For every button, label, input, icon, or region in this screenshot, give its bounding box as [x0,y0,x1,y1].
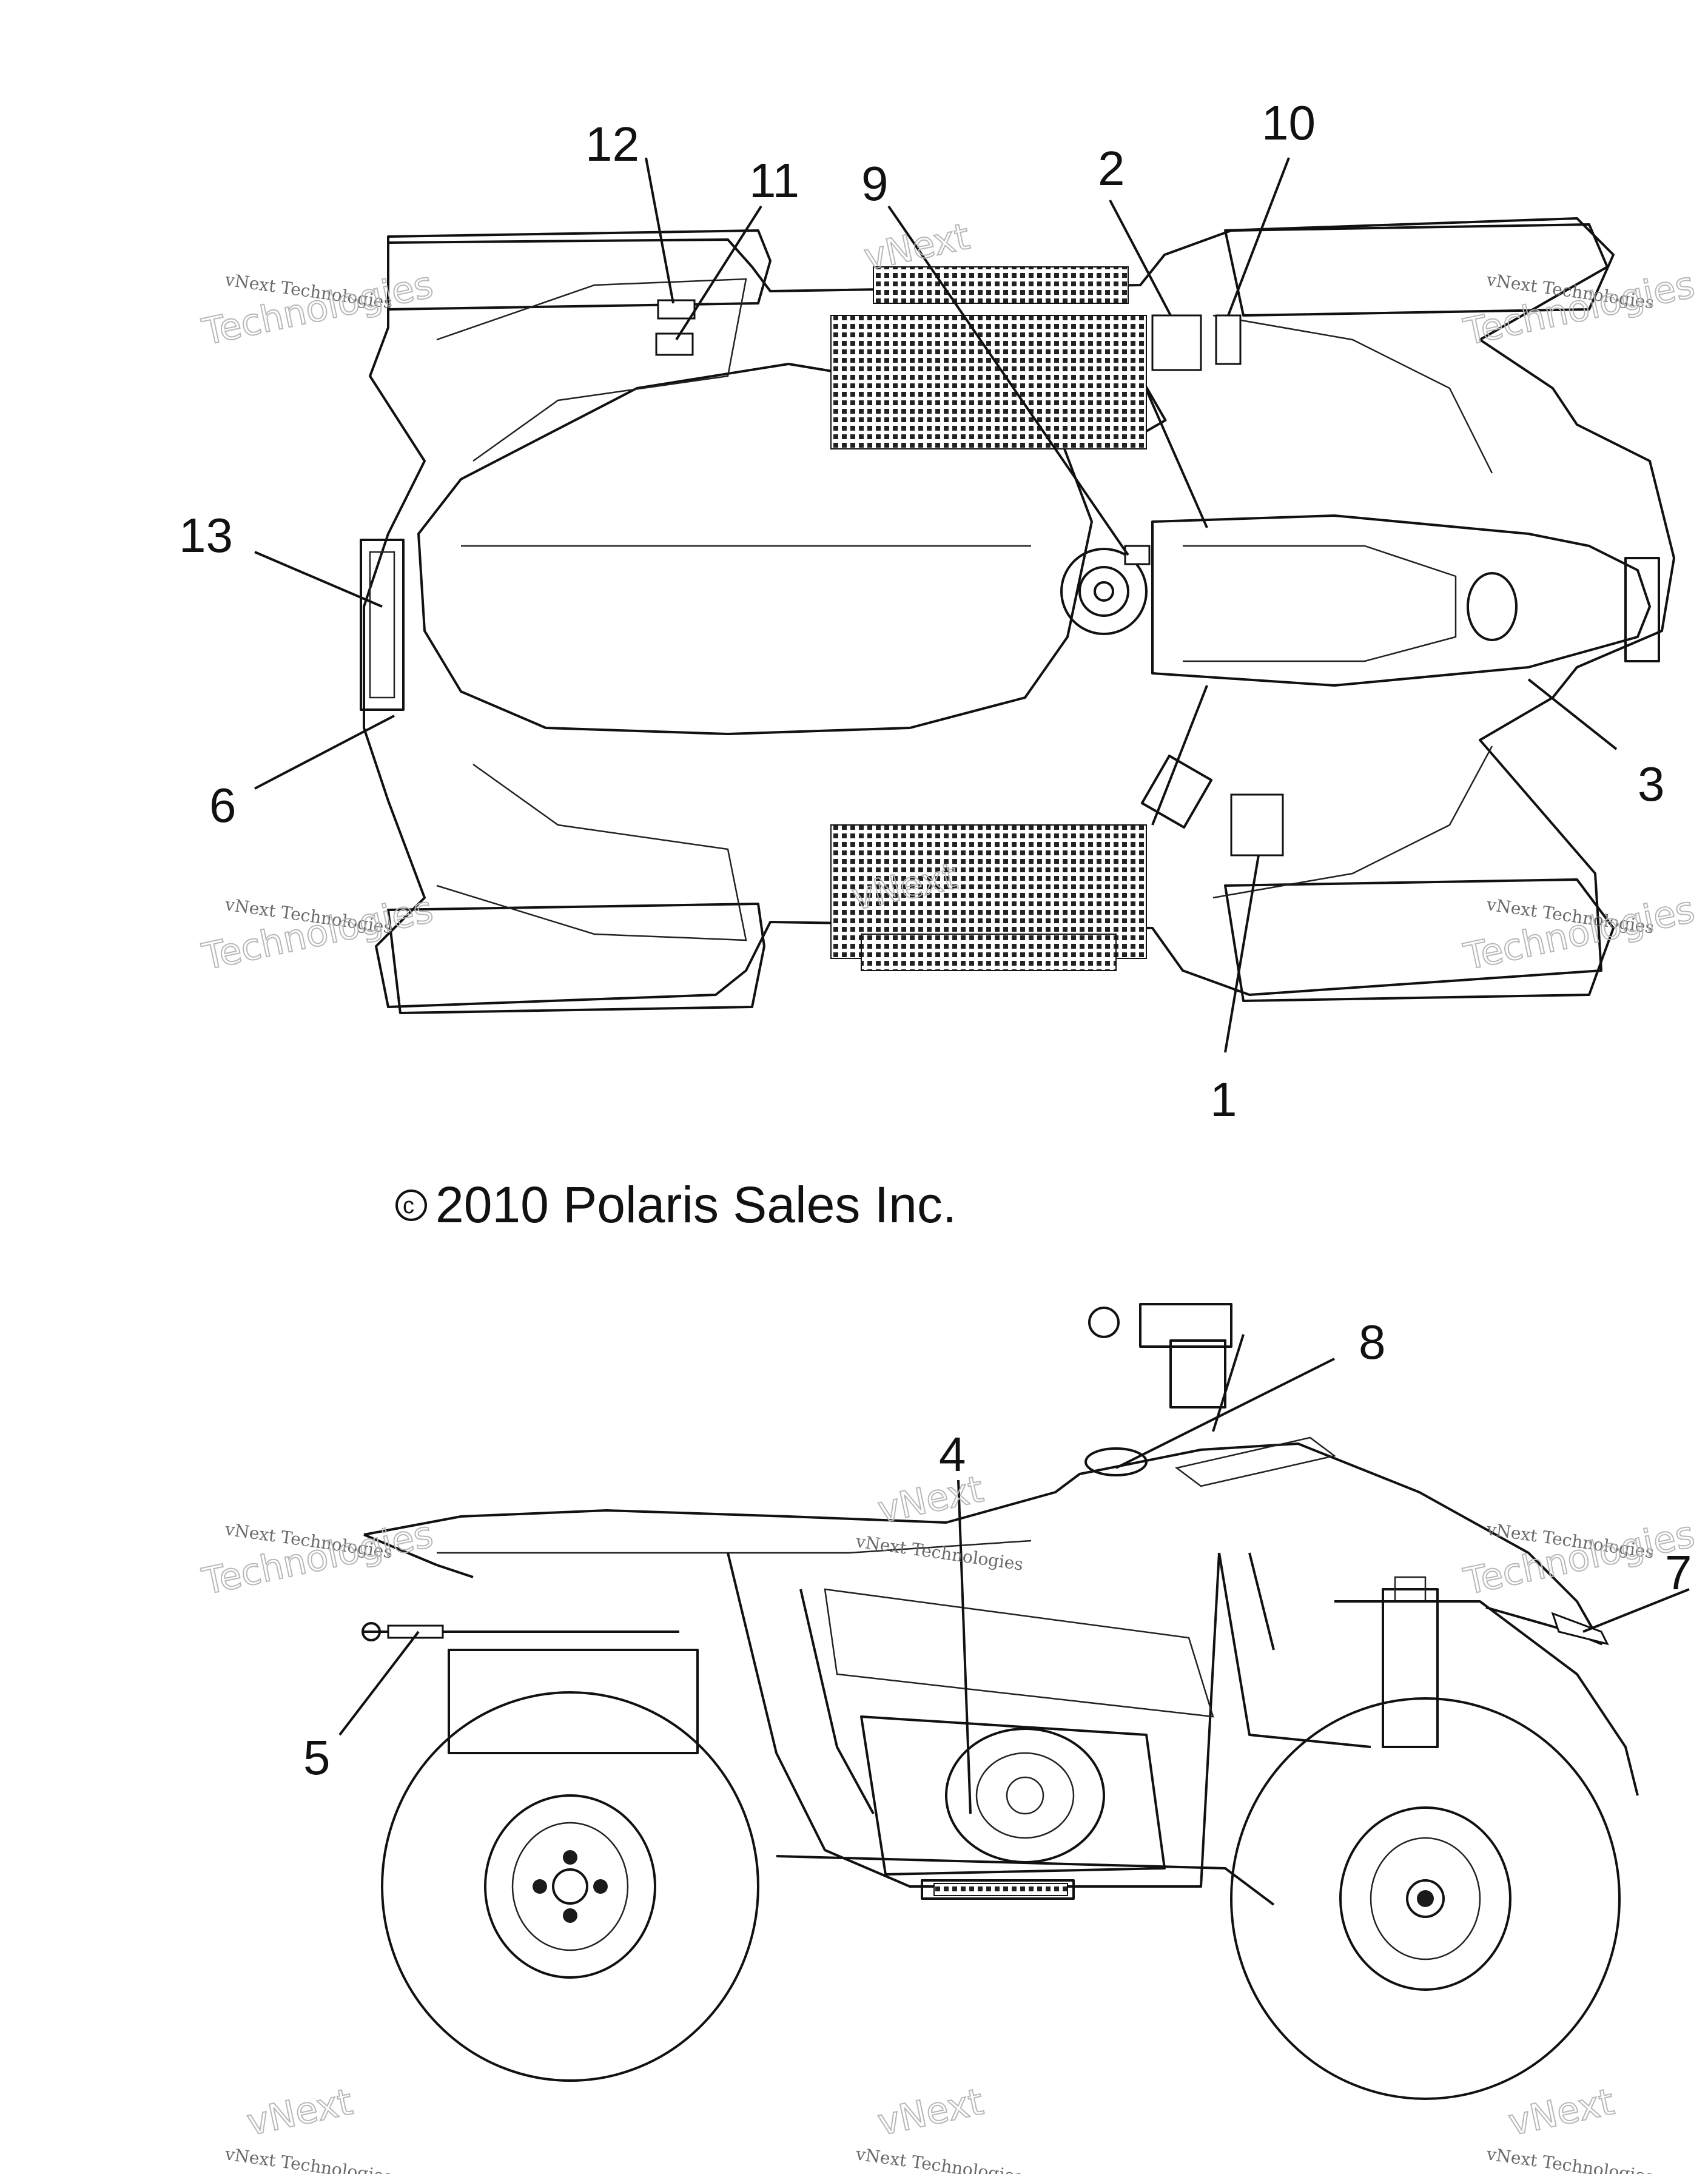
copyright-text: 2010 Polaris Sales Inc. [435,1176,957,1233]
watermark: vNext Technologies Technologies [1459,1512,1699,1604]
decal-7 [1551,1612,1609,1646]
callout-6: 6 [209,778,237,832]
leader-lines-side [338,1358,1690,1814]
watermark: vNext Technologies Technologies [198,263,437,354]
svg-text:vNext Technologies: vNext Technologies [854,2144,1024,2174]
watermark: vNext Technologies Technologies [198,887,437,979]
copyright-symbol: c [403,1193,414,1219]
decal-12 [657,299,696,320]
callout-12: 12 [585,117,639,171]
svg-text:vNext: vNext [874,2081,987,2144]
atv-top-view [360,217,1675,1014]
svg-text:vNext Technologies: vNext Technologies [223,2144,394,2174]
svg-text:vNext: vNext [243,2081,356,2144]
watermark: vNext Technologies vNext [1485,2080,1655,2174]
svg-text:vNext Technologies: vNext Technologies [854,1531,1024,1575]
callout-5: 5 [303,1731,331,1785]
callouts-top: 12 11 9 2 10 13 6 3 1 [179,96,1665,1126]
callout-11: 11 [749,153,799,207]
decal-2 [1151,314,1202,371]
svg-text:vNext Technologies: vNext Technologies [1485,2144,1655,2174]
decal-9-small [1124,545,1151,565]
decal-5 [387,1624,444,1639]
decal-11 [655,332,694,356]
decal-1 [1230,793,1284,856]
callout-7: 7 [1665,1546,1692,1600]
callouts-side: 4 8 7 5 [303,1315,1692,1785]
watermark: vNext Technologies vNext [223,2080,394,2174]
watermark: vNext Technologies Technologies [198,1512,437,1604]
callout-13: 13 [179,508,233,562]
decal-10 [1215,314,1242,365]
callout-1: 1 [1210,1072,1237,1126]
callout-4: 4 [939,1427,966,1481]
leader-lines-top [254,157,1618,1053]
callout-10: 10 [1262,96,1316,150]
watermark: vNext Technologies Technologies [1459,263,1699,354]
atv-side-view [361,1303,1639,2100]
callout-2: 2 [1098,141,1125,195]
copyright: c 2010 Polaris Sales Inc. [395,1176,957,1233]
svg-text:vNext: vNext [1505,2081,1618,2144]
callout-3: 3 [1638,757,1665,811]
watermark: vNext Technologies vNext [854,2080,1024,2174]
watermark: vNext Technologies Technologies [1459,887,1699,979]
callout-8: 8 [1359,1315,1386,1369]
callout-9: 9 [861,156,889,210]
